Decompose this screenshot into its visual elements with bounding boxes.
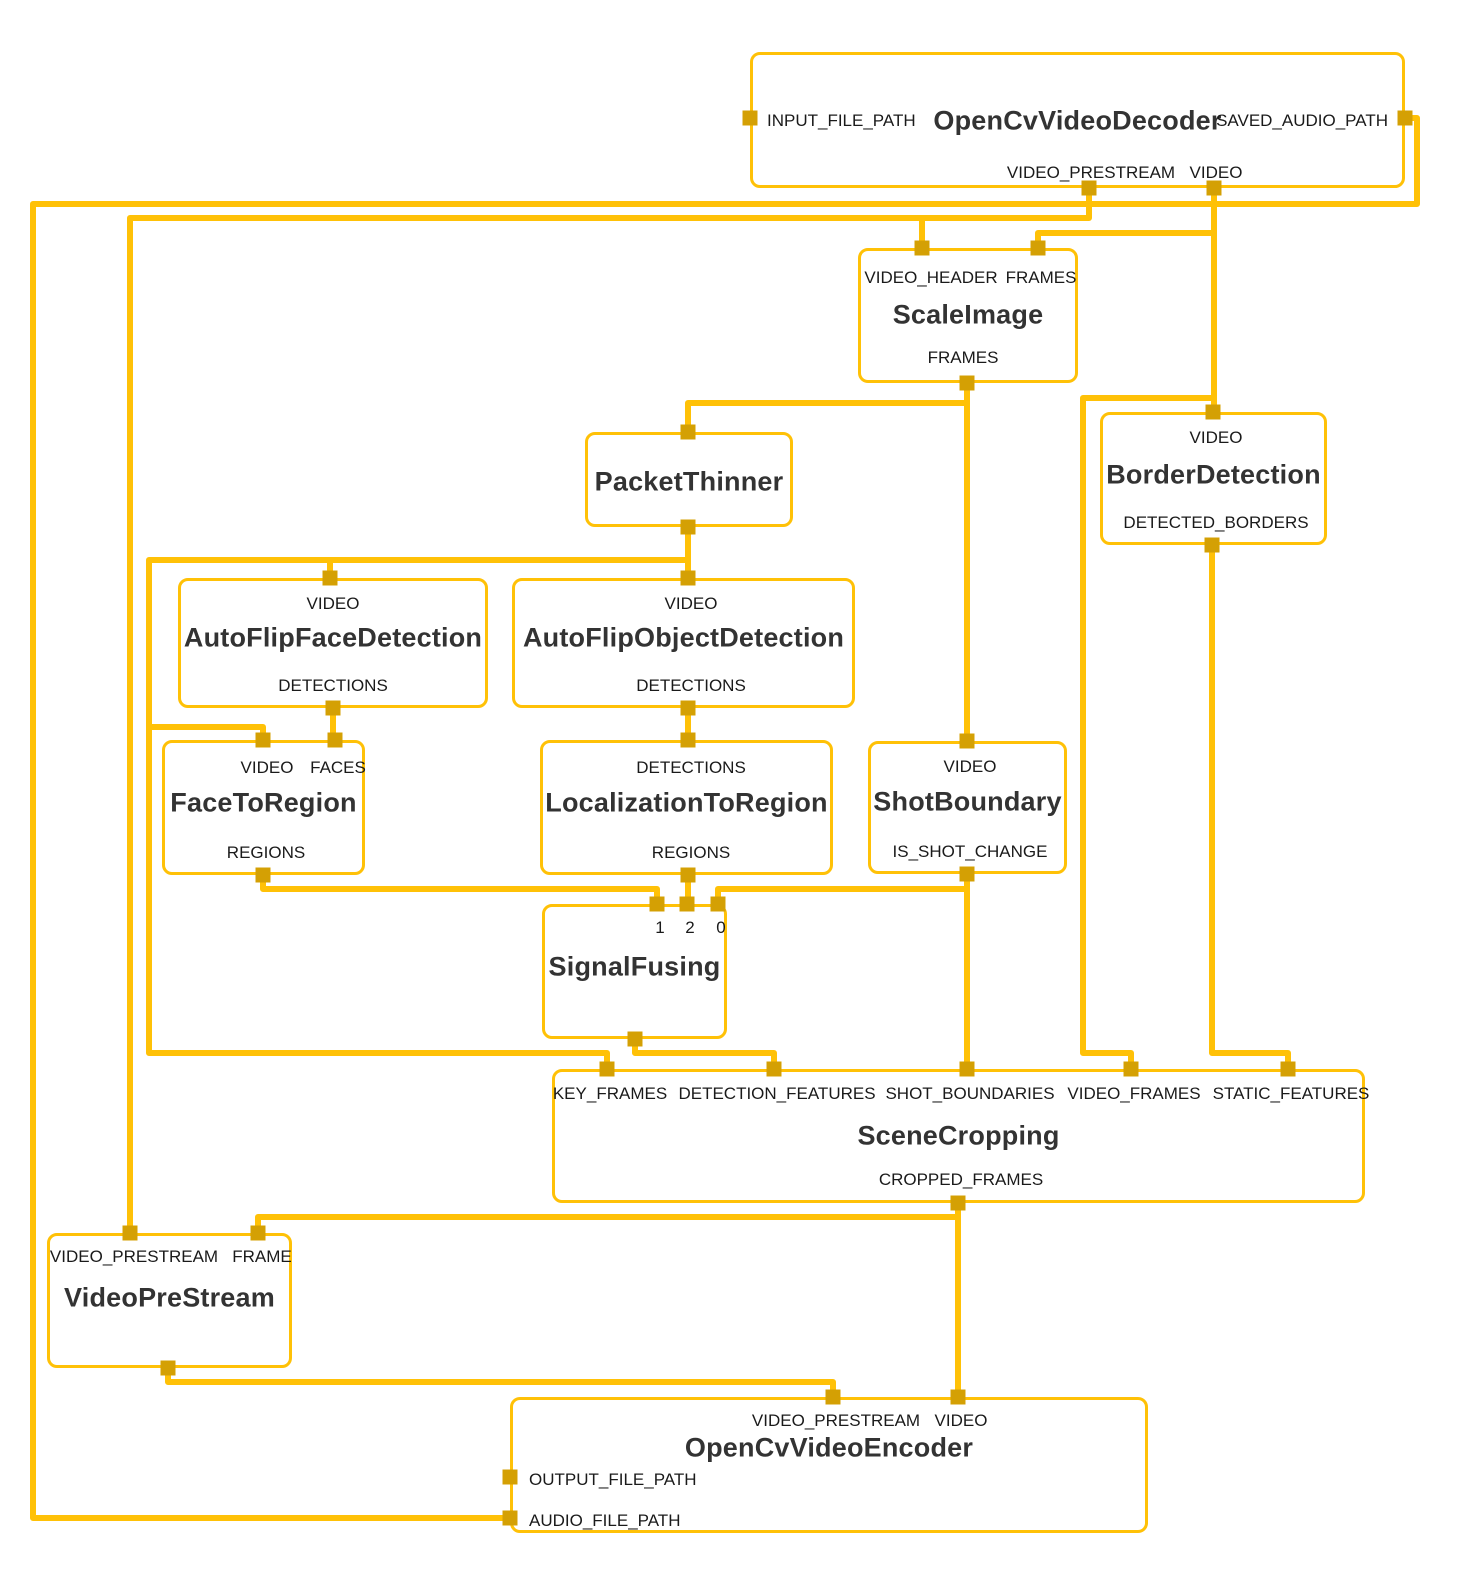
port-label-regions: REGIONS: [651, 843, 731, 862]
port-label-2: 2: [685, 918, 695, 937]
port-label-video-header: VIDEO_HEADER: [864, 268, 998, 287]
port-label-video-prestream-out: VIDEO_PRESTREAM: [1006, 163, 1176, 182]
node-opencv-video-decoder[interactable]: INPUT_FILE_PATH OpenCvVideoDecoder SAVED…: [750, 52, 1405, 188]
port-label-video: VIDEO: [934, 1411, 988, 1430]
node-title-autoflip-object-detection: AutoFlipObjectDetection: [522, 622, 845, 653]
node-title-packet-thinner: PacketThinner: [594, 466, 784, 497]
node-title-opencv-video-decoder: OpenCvVideoDecoder: [933, 105, 1222, 136]
port-label-detected-borders: DETECTED_BORDERS: [1123, 513, 1309, 532]
edge-scaled-frames-to-packet-thinner[interactable]: [685, 400, 967, 432]
port-label-faces: FACES: [310, 758, 366, 777]
node-title-scale-image: ScaleImage: [892, 299, 1044, 330]
node-title-autoflip-face-detection: AutoFlipFaceDetection: [183, 622, 483, 653]
port-label-video: VIDEO: [306, 594, 360, 613]
port-label-regions: REGIONS: [226, 843, 306, 862]
edge-cropped-frames-to-prestream[interactable]: [255, 1214, 958, 1233]
edge-output-video-header[interactable]: [165, 1368, 836, 1397]
port-label-cropped-frames: CROPPED_FRAMES: [878, 1170, 1044, 1189]
port-label-1: 1: [655, 918, 665, 937]
edge-detected-borders[interactable]: [1209, 545, 1291, 1069]
node-title-shot-boundary: ShotBoundary: [873, 786, 1062, 817]
port-label-static-features: STATIC_FEATURES: [1212, 1084, 1370, 1103]
port-label-video: VIDEO: [1189, 428, 1243, 447]
port-label-video-prestream: VIDEO_PRESTREAM: [49, 1247, 219, 1266]
port-label-detection-features: DETECTION_FEATURES: [678, 1084, 876, 1103]
port-label-video: VIDEO: [943, 757, 997, 776]
port-label-video: VIDEO: [664, 594, 718, 613]
port-label-video-frames: VIDEO_FRAMES: [1067, 1084, 1201, 1103]
port-label-detections: DETECTIONS: [636, 758, 746, 777]
node-title-face-to-region: FaceToRegion: [170, 787, 357, 818]
node-title-localization-to-region: LocalizationToRegion: [545, 787, 828, 818]
port-label-0: 0: [716, 918, 726, 937]
edge-video-prestream[interactable]: [127, 188, 1092, 1233]
port-label-frame: FRAME: [232, 1247, 292, 1266]
node-autoflip-face-detection[interactable]: VIDEO AutoFlipFaceDetection DETECTIONS: [178, 578, 488, 708]
node-title-signal-fusing: SignalFusing: [548, 951, 721, 982]
node-scene-cropping[interactable]: KEY_FRAMES DETECTION_FEATURES SHOT_BOUND…: [552, 1069, 1369, 1203]
port-label-video-prestream: VIDEO_PRESTREAM: [751, 1411, 921, 1430]
port-label-is-shot-change: IS_SHOT_CHANGE: [892, 842, 1048, 861]
node-title-border-detection: BorderDetection: [1106, 459, 1321, 490]
port-label-detections: DETECTIONS: [278, 676, 388, 695]
edge-salient-regions[interactable]: [632, 1039, 777, 1069]
node-face-to-region[interactable]: VIDEO FACES FaceToRegion REGIONS: [162, 740, 366, 875]
port-label-video: VIDEO: [240, 758, 294, 777]
node-signal-fusing[interactable]: 1 2 0 SignalFusing: [542, 904, 727, 1039]
node-autoflip-object-detection[interactable]: VIDEO AutoFlipObjectDetection DETECTIONS: [512, 578, 855, 708]
port-label-audio-file-path: AUDIO_FILE_PATH: [529, 1511, 681, 1530]
port-label-frames-in: FRAMES: [1005, 268, 1077, 287]
node-border-detection[interactable]: VIDEO BorderDetection DETECTED_BORDERS: [1100, 412, 1327, 545]
port-label-input-file-path: INPUT_FILE_PATH: [767, 111, 916, 130]
node-scale-image[interactable]: VIDEO_HEADER FRAMES ScaleImage FRAMES: [858, 248, 1078, 383]
node-video-prestream[interactable]: VIDEO_PRESTREAM FRAME VideoPreStream: [47, 1233, 292, 1368]
port-label-detections: DETECTIONS: [636, 676, 746, 695]
port-label-video-out: VIDEO: [1189, 163, 1243, 182]
node-title-scene-cropping: SceneCropping: [857, 1120, 1060, 1151]
node-title-video-prestream: VideoPreStream: [64, 1282, 275, 1313]
node-opencv-video-encoder[interactable]: VIDEO_PRESTREAM VIDEO OpenCvVideoEncoder…: [510, 1397, 1148, 1533]
port-label-frames-out: FRAMES: [927, 348, 999, 367]
edge-video-to-video-frames[interactable]: [1080, 395, 1214, 1069]
port-label-output-file-path: OUTPUT_FILE_PATH: [529, 1470, 697, 1489]
edge-shot-change-to-signal-fusing[interactable]: [715, 886, 967, 904]
edge-thinned-to-face-to-region[interactable]: [149, 724, 266, 740]
edge-face-regions[interactable]: [260, 875, 660, 904]
port-label-shot-boundaries: SHOT_BOUNDARIES: [885, 1084, 1055, 1103]
node-title-opencv-video-encoder: OpenCvVideoEncoder: [684, 1432, 974, 1463]
port-label-saved-audio-path: SAVED_AUDIO_PATH: [1216, 111, 1388, 130]
edge-video-to-scale-frames[interactable]: [1035, 230, 1214, 248]
edge-saved-audio-path[interactable]: [30, 115, 1420, 1521]
node-packet-thinner[interactable]: PacketThinner: [585, 432, 793, 527]
node-localization-to-region[interactable]: DETECTIONS LocalizationToRegion REGIONS: [540, 740, 833, 875]
node-shot-boundary[interactable]: VIDEO ShotBoundary IS_SHOT_CHANGE: [868, 741, 1067, 874]
port-label-key-frames: KEY_FRAMES: [552, 1084, 668, 1103]
